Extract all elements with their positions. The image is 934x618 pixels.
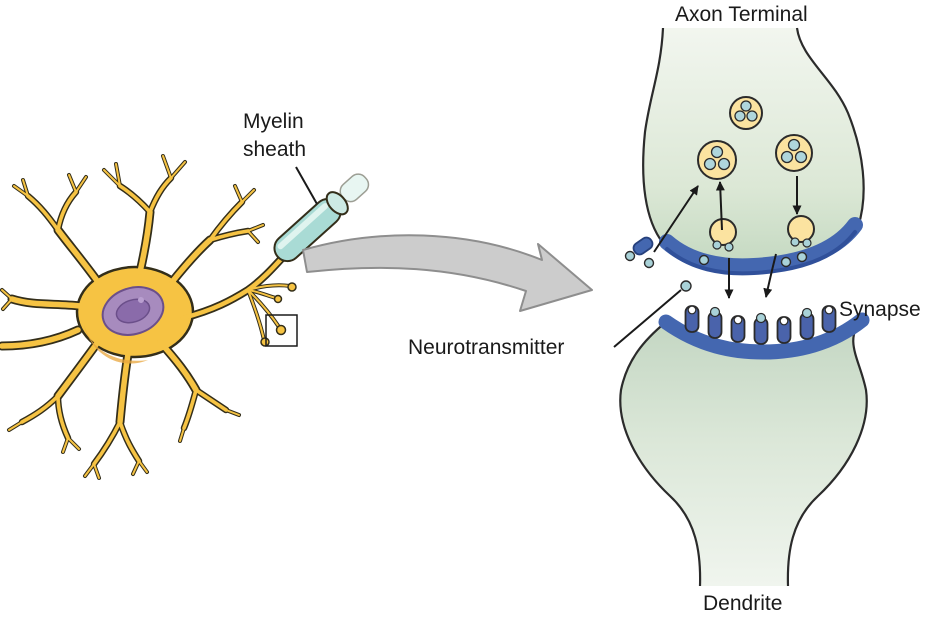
neurotransmitter-leader-line	[613, 289, 682, 348]
axon-terminal-label: Axon Terminal	[675, 3, 808, 26]
myelin-highlight	[277, 203, 329, 250]
vesicle	[775, 134, 813, 172]
synaptic-vesicles	[632, 96, 815, 256]
myelin-sheath-label: Myelin sheath	[243, 108, 306, 163]
receptor	[684, 305, 700, 333]
neurotransmitter-label: Neurotransmitter	[408, 336, 565, 359]
vesicle	[697, 140, 737, 180]
zoom-arrow	[302, 234, 593, 312]
synapse-detail	[613, 27, 870, 587]
fusing-vesicle	[709, 218, 737, 252]
axon-terminal-shape	[643, 28, 864, 271]
presynaptic-membrane-edge	[665, 230, 857, 276]
vesicle	[729, 96, 763, 130]
receptor	[753, 312, 769, 345]
receptor	[707, 306, 723, 339]
myelin-sheath-label-line1: Myelin	[243, 110, 304, 133]
zoom-region-box	[265, 314, 298, 347]
postsynaptic-membrane	[658, 312, 870, 360]
neuron	[0, 154, 370, 480]
receptor	[799, 307, 815, 340]
process-arrows	[653, 176, 802, 299]
docked-vesicle	[632, 236, 654, 256]
myelin-end-cap	[325, 191, 349, 216]
axon-terminal-boutons	[260, 282, 297, 347]
receptor	[730, 315, 746, 343]
arrow-vesicle-recycle	[653, 185, 699, 253]
dendrite-outline-left	[619, 321, 702, 587]
myelin-leader-line	[295, 166, 318, 205]
arrow-release-right	[763, 253, 777, 298]
nucleolus	[137, 296, 144, 303]
receptor	[821, 305, 837, 333]
synapse-label: Synapse	[839, 298, 921, 321]
arrow-vesicle-up	[715, 181, 725, 231]
receptor	[776, 316, 792, 344]
neurotransmitter-molecules	[624, 250, 808, 292]
receptors	[684, 305, 837, 345]
dendrite-shape	[620, 320, 867, 586]
myelin-sheath	[273, 173, 370, 263]
dendrite-outline-right	[786, 319, 868, 587]
myelin-sheath-label-line2: sheath	[243, 137, 307, 161]
fusing-vesicle	[787, 215, 815, 248]
presynaptic-membrane	[659, 217, 863, 275]
nucleus	[101, 286, 165, 336]
dendrite-label: Dendrite	[703, 592, 783, 615]
